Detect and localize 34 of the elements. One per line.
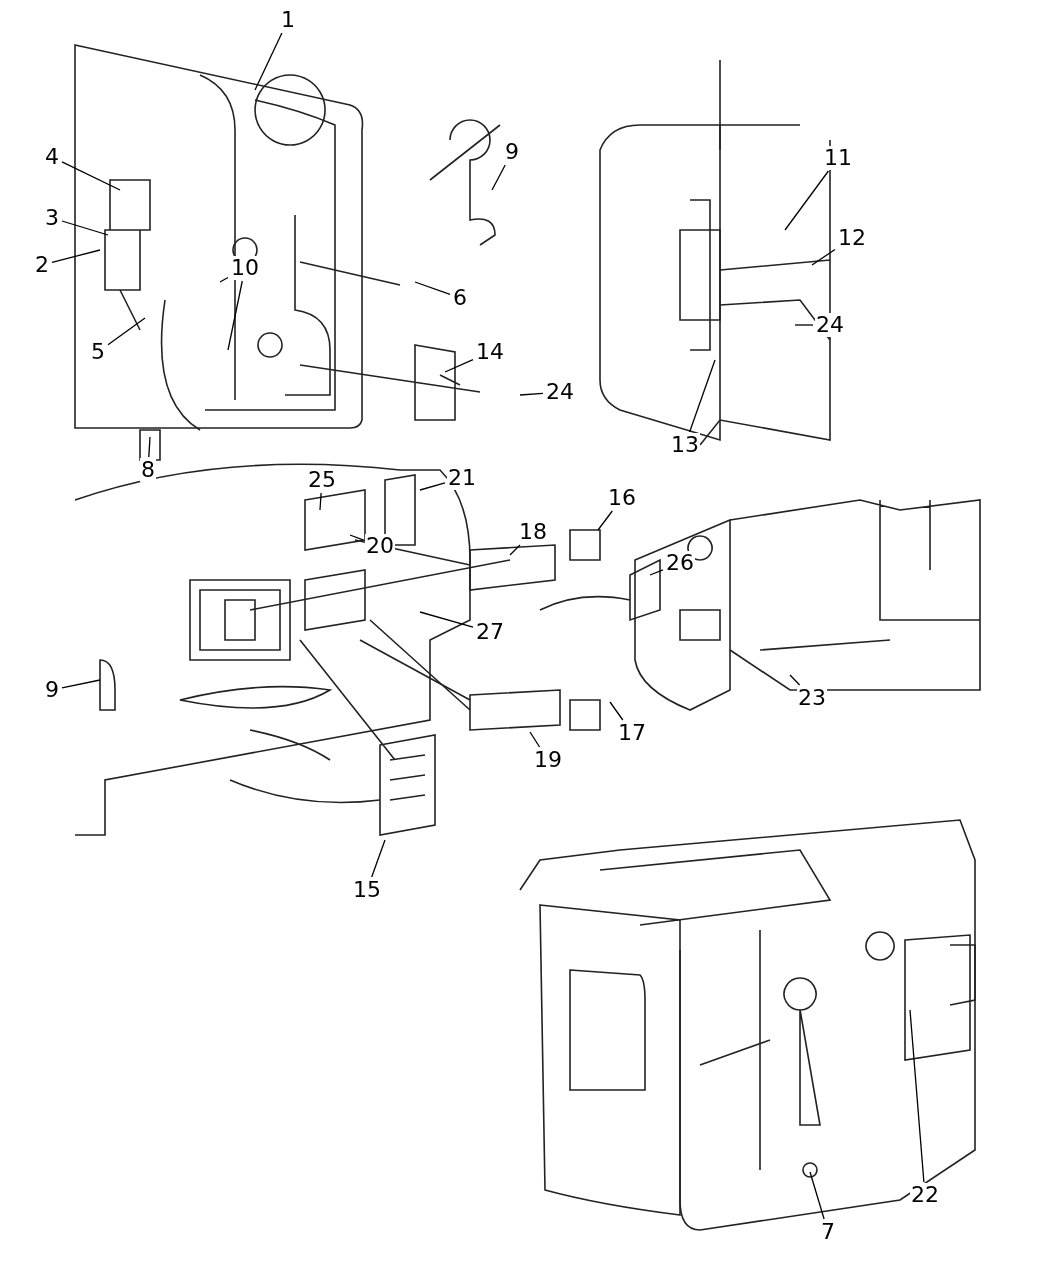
leader-line <box>254 32 283 91</box>
callout-number: 8 <box>140 458 156 482</box>
leader-line <box>909 1009 925 1183</box>
leader-line <box>51 249 101 264</box>
leader-line <box>609 701 624 721</box>
leader-line <box>219 276 229 283</box>
leader-line <box>789 674 801 686</box>
leader-line <box>688 359 716 433</box>
leader-line <box>227 280 243 351</box>
leader-line <box>419 611 474 628</box>
leader-line <box>419 482 446 491</box>
leader-line <box>61 161 121 191</box>
callout-number: 11 <box>823 146 853 170</box>
leader-line <box>811 248 836 266</box>
leader-line <box>444 358 474 373</box>
leader-line <box>61 220 109 236</box>
callout-number: 10 <box>230 256 260 280</box>
leader-line <box>371 839 386 878</box>
leader-line <box>491 164 506 191</box>
leader-line <box>61 679 101 689</box>
leader-line <box>794 324 814 326</box>
leader-line <box>148 436 151 458</box>
leader-line <box>809 1171 825 1220</box>
callout-number: 21 <box>447 466 477 490</box>
leader-line <box>597 510 613 531</box>
leader-line <box>349 534 364 541</box>
leader-line <box>519 392 544 396</box>
leader-line <box>529 731 541 748</box>
leader-line <box>414 281 451 296</box>
leader-line <box>107 317 146 346</box>
callout-number: 24 <box>815 313 845 337</box>
leader-line <box>319 492 322 511</box>
leader-line <box>784 170 830 231</box>
leader-line <box>649 569 664 576</box>
